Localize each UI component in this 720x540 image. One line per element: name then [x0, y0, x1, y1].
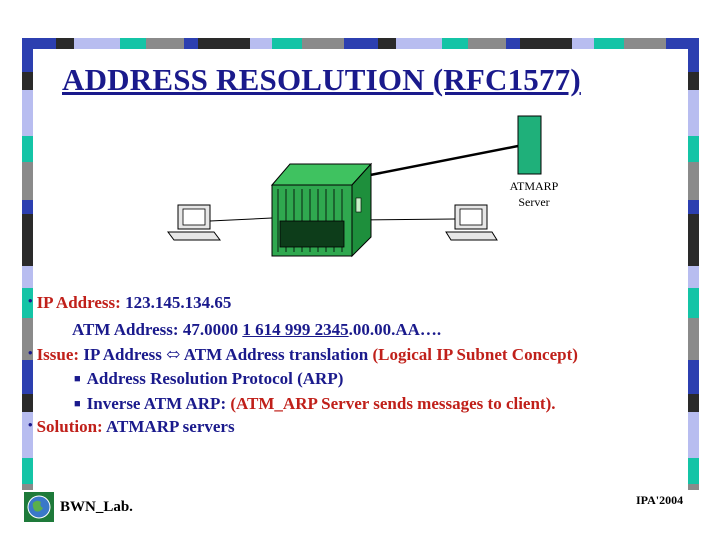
- solution-label: Solution:: [37, 417, 103, 436]
- bullet-dot: •: [28, 293, 33, 308]
- ip-value: 123.145.134.65: [121, 293, 232, 312]
- bullet-ip-address: • IP Address: 123.145.134.65: [28, 293, 231, 313]
- bwn-lab-logo-icon: [24, 492, 54, 522]
- square-bullet: ■: [74, 398, 81, 410]
- square-bullet: ■: [74, 373, 81, 385]
- atm-label: ATM Address: 47.0000: [72, 320, 242, 339]
- atm-address-line: ATM Address: 47.0000 1 614 999 2345.00.0…: [72, 320, 441, 340]
- sub-bullet-inverse-arp: ■ Inverse ATM ARP: (ATM_ARP Server sends …: [74, 394, 556, 414]
- issue-red-text: (Logical IP Subnet Concept): [372, 345, 577, 364]
- bullet-dot: •: [28, 345, 33, 360]
- sub-bullet-arp: ■ Address Resolution Protocol (ARP): [74, 369, 343, 389]
- footer-conference: IPA'2004: [636, 493, 683, 508]
- sub1-text: Address Resolution Protocol (ARP): [87, 369, 344, 388]
- footer-lab-name: BWN_Lab.: [60, 499, 133, 516]
- atm-rest: .00.00.AA….: [349, 320, 442, 339]
- bullet-solution: • Solution: ATMARP servers: [28, 417, 235, 437]
- solution-text: ATMARP servers: [103, 417, 235, 436]
- bullet-issue: • Issue: IP Address ⬄ ATM Address transla…: [28, 345, 578, 365]
- ip-label: IP Address:: [37, 293, 121, 312]
- atm-underlined: 1 614 999 2345: [242, 320, 348, 339]
- sub2-prefix: Inverse ATM ARP:: [87, 394, 231, 413]
- bullet-dot: •: [28, 417, 33, 432]
- sub2-red-text: (ATM_ARP Server sends messages to client…: [230, 394, 555, 413]
- issue-text: IP Address ⬄ ATM Address translation: [79, 345, 372, 364]
- issue-label: Issue:: [37, 345, 80, 364]
